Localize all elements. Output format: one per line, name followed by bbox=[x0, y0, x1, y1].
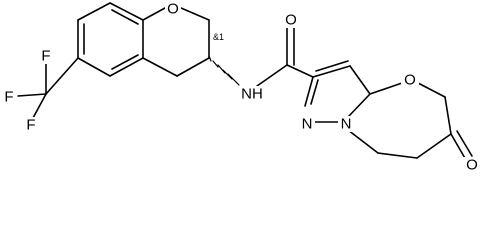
atom-o-oxazepine: O bbox=[404, 72, 416, 89]
atom-o-chroman: O bbox=[167, 1, 179, 18]
bond bbox=[142, 7, 166, 21]
bond bbox=[32, 93, 47, 119]
bond bbox=[142, 57, 178, 77]
bond bbox=[456, 130, 473, 157]
bond bbox=[109, 2, 144, 21]
bond bbox=[417, 82, 446, 98]
bond bbox=[315, 60, 349, 72]
bond bbox=[77, 2, 111, 21]
atom-nh-amide: NH bbox=[241, 86, 263, 103]
bond bbox=[77, 57, 111, 77]
atom-f-bottom: F bbox=[26, 117, 35, 134]
bond bbox=[176, 57, 210, 77]
bond bbox=[286, 64, 314, 78]
stereo-annotation: &1 bbox=[213, 32, 224, 42]
bond bbox=[304, 76, 314, 107]
bond bbox=[312, 65, 351, 78]
bond bbox=[109, 57, 144, 77]
bond bbox=[45, 57, 79, 95]
bond bbox=[111, 54, 139, 70]
bond bbox=[347, 93, 371, 118]
stereo-hashed-bond bbox=[208, 55, 240, 86]
bond bbox=[310, 79, 319, 105]
bond bbox=[180, 7, 210, 21]
bond bbox=[347, 129, 379, 154]
bond bbox=[444, 96, 452, 135]
bond bbox=[256, 64, 288, 87]
molecule-diagram: O F F F &1 NH O N N O O bbox=[2, 0, 481, 174]
bonds bbox=[17, 2, 473, 161]
bond bbox=[349, 65, 371, 95]
bond bbox=[416, 133, 452, 159]
bond bbox=[17, 93, 47, 97]
atom-labels: O F F F &1 NH O N N O O bbox=[2, 1, 481, 174]
atom-o-carbonyl: O bbox=[285, 12, 297, 29]
bond bbox=[377, 152, 418, 159]
atom-o-ketone: O bbox=[466, 157, 478, 174]
bond bbox=[369, 82, 403, 95]
atom-f-top: F bbox=[41, 48, 50, 65]
bond bbox=[111, 9, 139, 25]
atom-n-bridgehead: N bbox=[341, 116, 352, 133]
atom-f-left: F bbox=[4, 89, 13, 106]
atom-n-pyrazole: N bbox=[302, 116, 313, 133]
bond bbox=[450, 133, 467, 161]
